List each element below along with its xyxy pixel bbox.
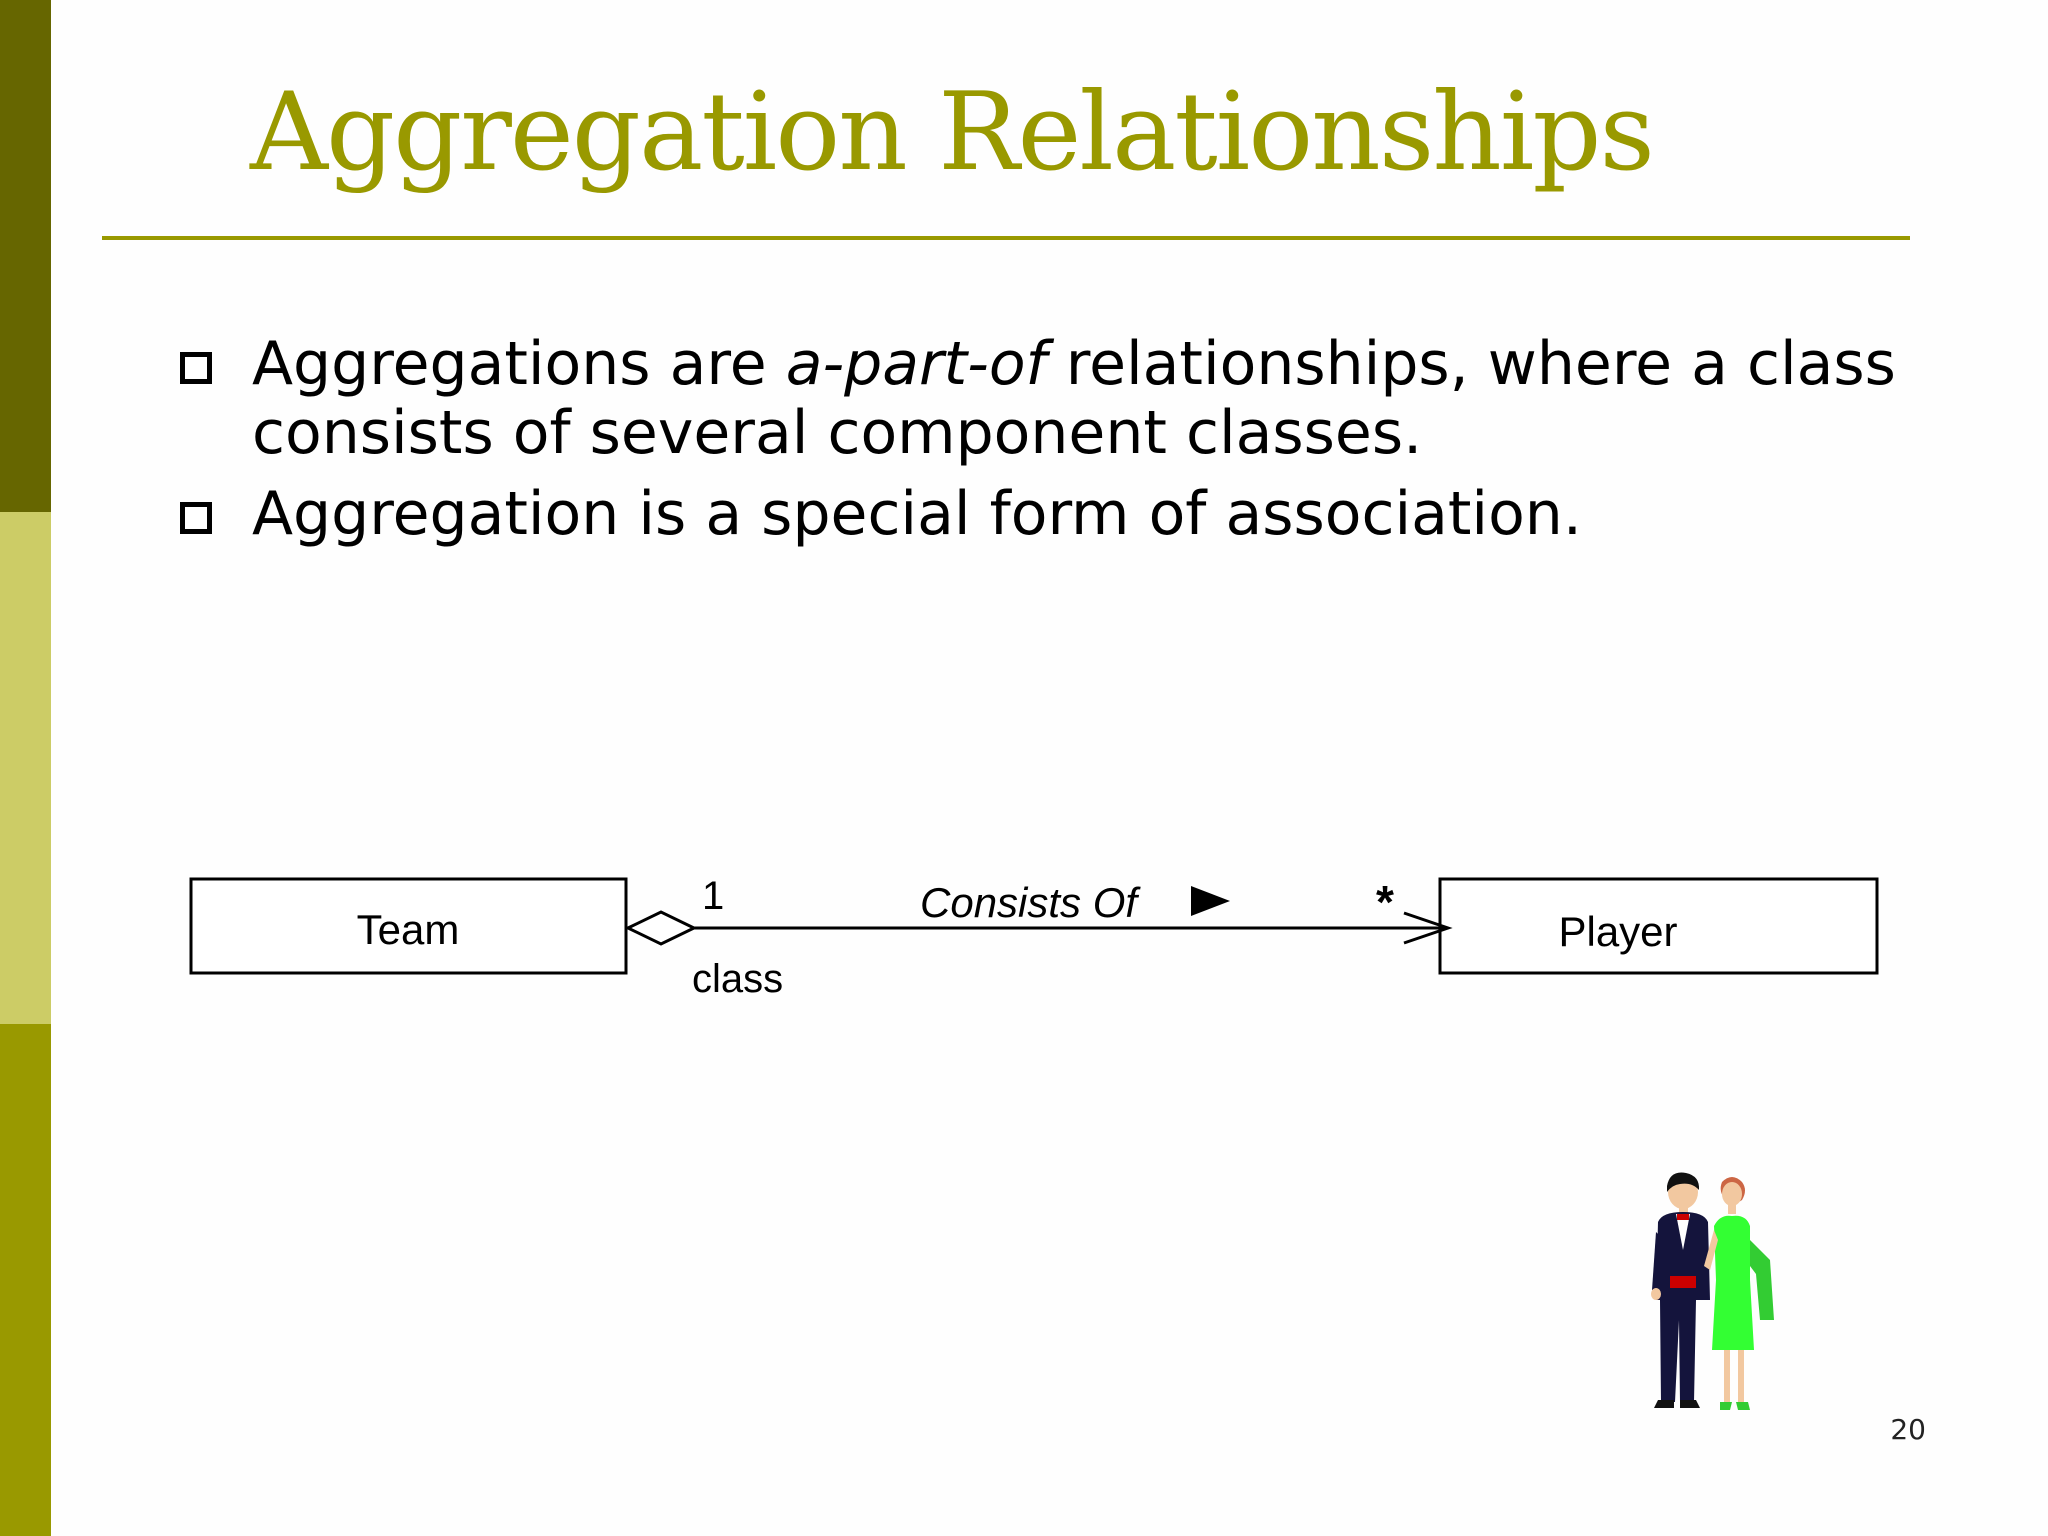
player-class-box [1438,877,1879,975]
sidebar-band-light [0,512,51,1024]
bullet-text-before: Aggregations are [252,329,786,399]
bullet-list: Aggregations are a-part-of relationships… [174,330,1934,561]
square-bullet-icon [180,352,212,384]
title-underline [102,236,1910,240]
team-class-label: Team [357,906,460,953]
team-class-box [189,877,628,975]
role-label: class [692,957,783,1001]
bullet-item: Aggregations are a-part-of relationships… [174,330,1934,468]
page-number: 20 [1890,1413,1926,1446]
player-class-label: Player [1558,908,1677,955]
reading-direction-arrow-icon [1191,886,1230,916]
bullet-text-after: relationships, where a class consists of… [252,329,1896,468]
navigability-arrow-icon [1403,911,1453,945]
bullet-text: Aggregation is a special form of associa… [252,479,1582,549]
slide-title: Aggregation Relationships [250,70,1655,195]
couple-clipart-icon [1600,1170,1780,1420]
sidebar-band-dark [0,0,51,512]
sidebar-band-mid [0,1024,51,1536]
aggregation-diamond-icon [624,910,698,946]
square-bullet-icon [180,502,212,534]
right-multiplicity: * [1376,876,1394,928]
bullet-emphasis: a-part-of [785,329,1047,399]
sidebar [0,0,51,1536]
left-multiplicity: 1 [702,874,724,918]
association-name: Consists Of [920,879,1141,926]
bullet-item: Aggregation is a special form of associa… [174,480,1934,549]
